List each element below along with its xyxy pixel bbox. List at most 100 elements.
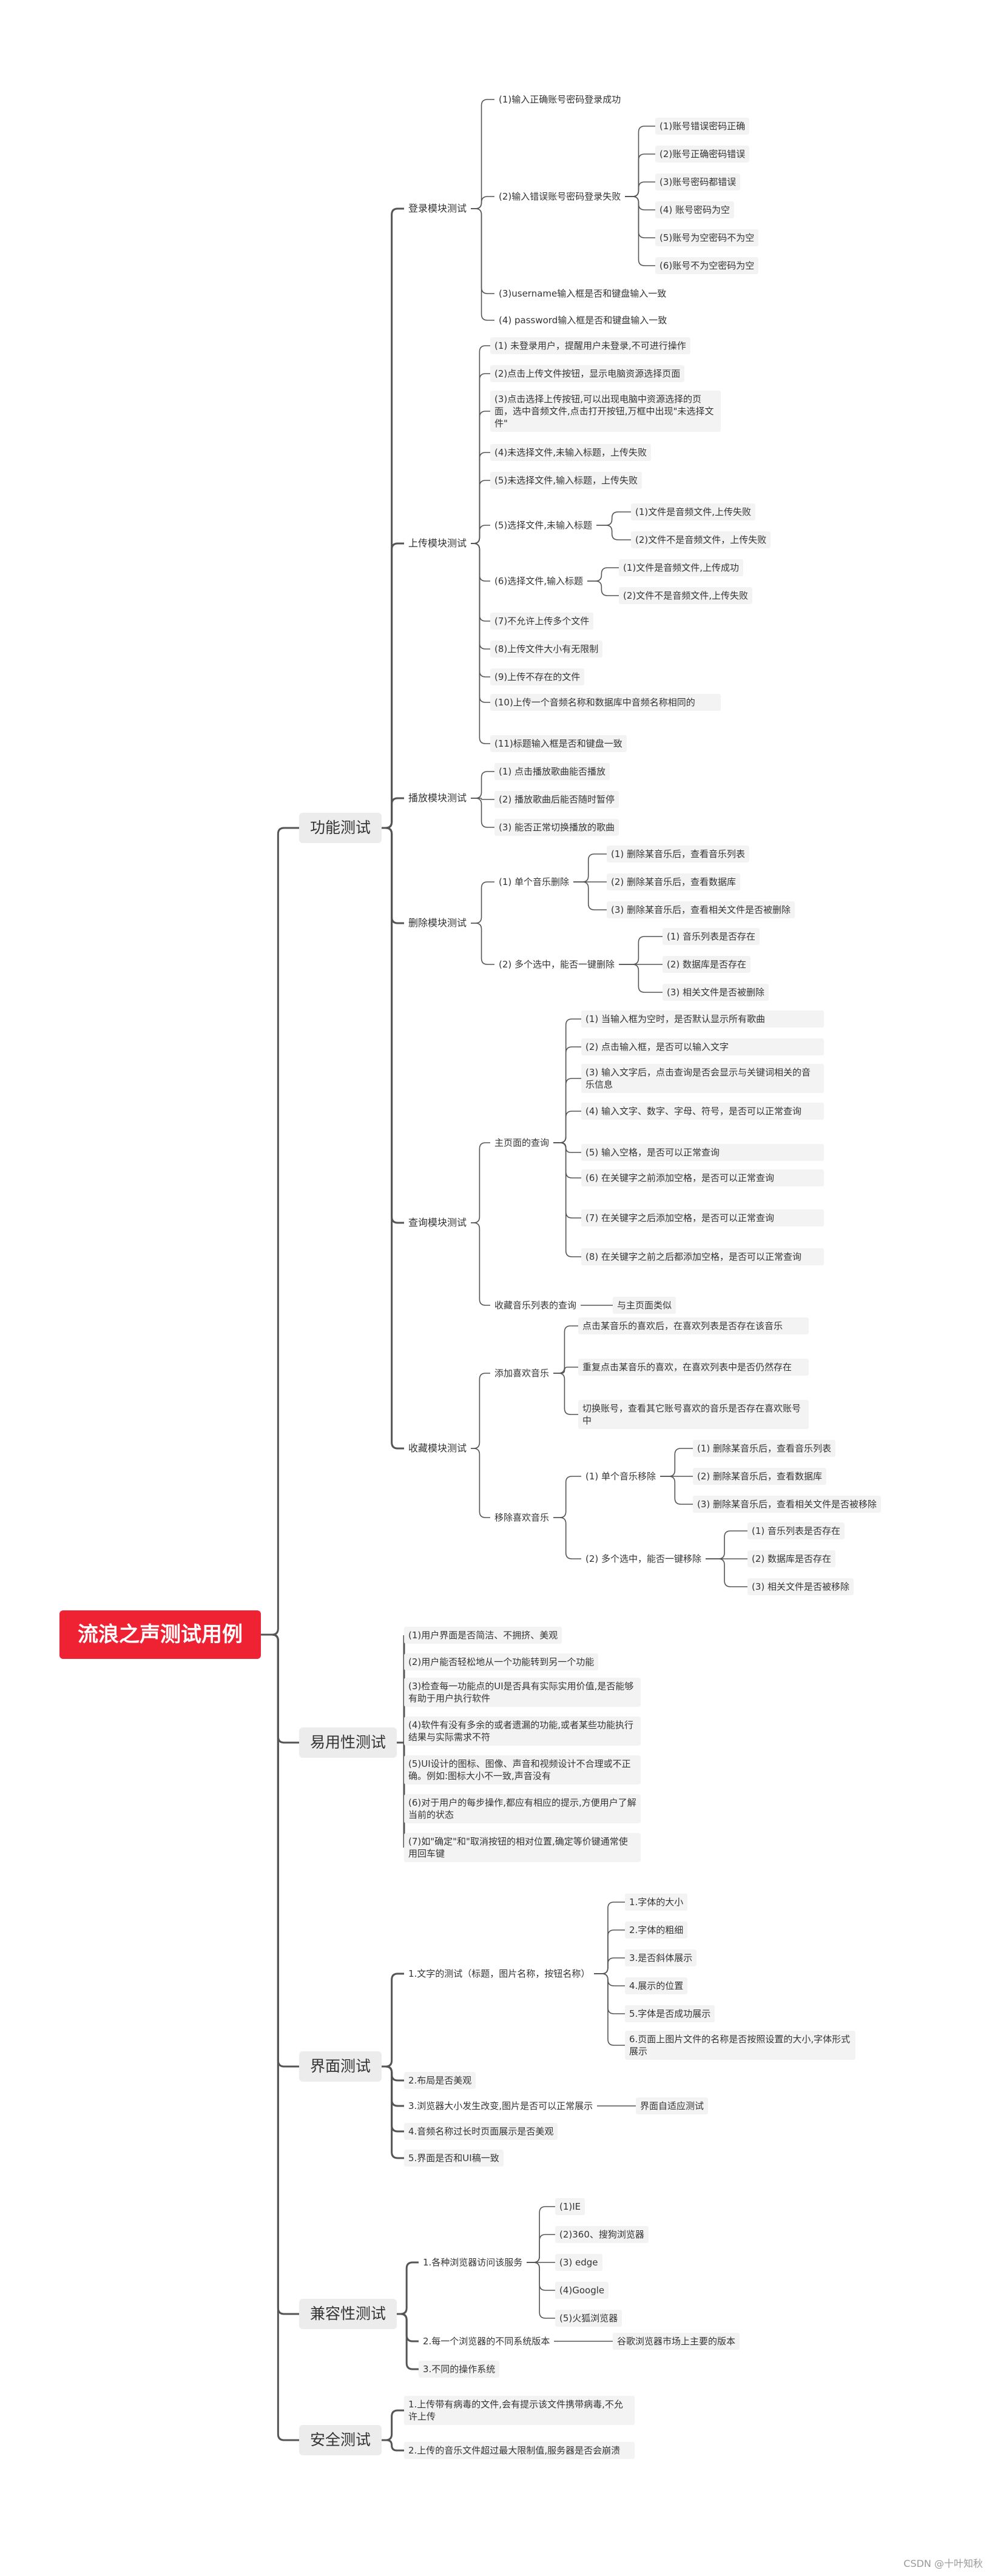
branch-security-testing[interactable]: 安全测试 [299,2425,382,2455]
login-case-1[interactable]: (1)输入正确账号密码登录成功 [494,91,626,108]
ui-case[interactable]: 5.界面是否和UI稿一致 [404,2150,504,2167]
upload-case[interactable]: (5)未选择文件,输入标题，上传失败 [490,472,643,489]
usability-case[interactable]: (6)对于用户的每步操作,都应有相应的提示,方便用户了解当前的状态 [404,1794,641,1823]
search-case[interactable]: (5) 输入空格，是否可以正常查询 [581,1144,824,1161]
favorite-add-case[interactable]: 点击某音乐的喜欢后，在喜欢列表是否存在该音乐 [578,1317,809,1334]
branch-usability-testing[interactable]: 易用性测试 [299,1727,397,1758]
favorite-module[interactable]: 收藏模块测试 [404,1440,471,1457]
login-case-2[interactable]: (2)输入错误账号密码登录失败 [494,188,626,205]
search-case[interactable]: (4) 输入文字、数字、字母、符号，是否可以正常查询 [581,1103,824,1120]
favorite-remove-single-case[interactable]: (3) 删除某音乐后，查看相关文件是否被移除 [693,1496,882,1513]
security-case[interactable]: 2.上传的音乐文件超过最大限制值,服务器是否会崩溃 [404,2442,635,2459]
compat-browser-item[interactable]: (2)360、搜狗浏览器 [555,2226,649,2243]
login-error-case[interactable]: (3)账号密码都错误 [655,173,741,190]
delete-multiple-case[interactable]: (1) 音乐列表是否存在 [663,928,760,945]
favorite-remove-single[interactable]: (1) 单个音乐移除 [581,1468,661,1485]
compat-os[interactable]: 3.不同的操作系统 [419,2361,500,2378]
login-error-case[interactable]: (5)账号为空密码不为空 [655,229,759,246]
upload-case[interactable]: (10)上传一个音频名称和数据库中音频名称相同的 [490,694,721,711]
upload-case[interactable]: (7)不允许上传多个文件 [490,613,594,630]
play-module[interactable]: 播放模块测试 [404,790,471,807]
favorite-remove[interactable]: 移除喜欢音乐 [490,1509,554,1526]
usability-case[interactable]: (4)软件有没有多余的或者遗漏的功能,或者某些功能执行结果与实际需求不符 [404,1717,641,1746]
ui-case[interactable]: 2.布局是否美观 [404,2072,476,2089]
ui-case[interactable]: 4.音频名称过长时页面展示是否美观 [404,2123,558,2140]
play-case[interactable]: (1) 点击播放歌曲能否播放 [494,763,610,780]
play-case[interactable]: (2) 播放歌曲后能否随时暂停 [494,791,619,808]
ui-resize-test[interactable]: 3.浏览器大小发生改变,图片是否可以正常展示 [404,2097,598,2114]
login-error-case[interactable]: (2)账号正确密码错误 [655,146,750,163]
compat-browser-item[interactable]: (1)IE [555,2198,585,2215]
favorite-add-case[interactable]: 切换账号，查看其它账号喜欢的音乐是否存在喜欢账号中 [578,1400,809,1429]
search-case[interactable]: (1) 当输入框为空时，是否默认显示所有歌曲 [581,1011,824,1027]
ui-text-case[interactable]: 2.字体的粗细 [625,1922,688,1939]
delete-module[interactable]: 删除模块测试 [404,915,471,932]
branch-ui-testing[interactable]: 界面测试 [299,2051,382,2082]
upload-case[interactable]: (11)标题输入框是否和键盘一致 [490,735,627,752]
upload-case[interactable]: (2)点击上传文件按钮，显示电脑资源选择页面 [490,365,685,382]
search-case[interactable]: (2) 点击输入框，是否可以输入文字 [581,1038,824,1055]
ui-text-case[interactable]: 6.页面上图片文件的名称是否按照设置的大小,字体形式展示 [625,2031,855,2060]
branch-functional-testing[interactable]: 功能测试 [299,813,382,843]
search-case[interactable]: (7) 在关键字之后添加空格，是否可以正常查询 [581,1209,824,1226]
usability-case[interactable]: (1)用户界面是否简洁、不拥挤、美观 [404,1627,562,1644]
delete-multiple-case[interactable]: (3) 相关文件是否被删除 [663,984,769,1001]
upload-case[interactable]: (4)未选择文件,未输入标题，上传失败 [490,444,652,461]
ui-text-case[interactable]: 4.展示的位置 [625,1977,688,1994]
usability-case[interactable]: (5)UI设计的图标、图像、声音和视频设计不合理或不正确。例如:图标大小不一致,… [404,1755,641,1784]
upload-case-select-with-title[interactable]: (6)选择文件,输入标题 [490,573,588,590]
usability-case[interactable]: (3)检查每一功能点的UI是否具有实际实用价值,是否能够有助于用户执行软件 [404,1678,641,1707]
search-case[interactable]: (6) 在关键字之前添加空格，是否可以正常查询 [581,1169,824,1186]
ui-text-case[interactable]: 3.是否斜体展示 [625,1949,697,1966]
search-case[interactable]: (8) 在关键字之前之后都添加空格，是否可以正常查询 [581,1248,824,1265]
compat-browser-item[interactable]: (5)火狐浏览器 [555,2310,622,2327]
login-case-4[interactable]: (4) password输入框是否和键盘输入一致 [494,312,672,329]
compat-browser-item[interactable]: (4)Google [555,2282,609,2299]
upload-case-select-no-title[interactable]: (5)选择文件,未输入标题 [490,517,597,534]
favorite-remove-single-case[interactable]: (2) 删除某音乐后，查看数据库 [693,1468,827,1485]
favorite-remove-multiple[interactable]: (2) 多个选中，能否一键移除 [581,1550,706,1567]
login-module[interactable]: 登录模块测试 [404,200,471,217]
search-case[interactable]: (3) 输入文字后，点击查询是否会显示与关键词相关的音乐信息 [581,1064,824,1093]
ui-text-test[interactable]: 1.文字的测试（标题，图片名称，按钮名称） [404,1965,595,1982]
delete-multiple-case[interactable]: (2) 数据库是否存在 [663,956,751,973]
security-case[interactable]: 1.上传带有病毒的文件,会有提示该文件携带病毒,不允许上传 [404,2396,635,2425]
search-favorite-list[interactable]: 收藏音乐列表的查询 [490,1297,581,1314]
delete-single-case[interactable]: (3) 删除某音乐后，查看相关文件是否被删除 [607,901,795,918]
favorite-add[interactable]: 添加喜欢音乐 [490,1365,554,1382]
compat-browsers[interactable]: 1.各种浏览器访问该服务 [419,2254,527,2271]
ui-text-case[interactable]: 5.字体是否成功展示 [625,2005,715,2022]
branch-compatibility-testing[interactable]: 兼容性测试 [299,2299,397,2329]
delete-multiple[interactable]: (2) 多个选中，能否一键删除 [494,956,619,973]
favorite-remove-multiple-case[interactable]: (3) 相关文件是否被移除 [747,1578,854,1595]
compat-browser-versions[interactable]: 2.每一个浏览器的不同系统版本 [419,2333,555,2350]
usability-case[interactable]: (7)如"确定"和"取消按钮的相对位置,确定等价键通常使用回车键 [404,1833,641,1862]
favorite-add-case[interactable]: 重复点击某音乐的喜欢，在喜欢列表中是否仍然存在 [578,1359,809,1376]
upload-subcase[interactable]: (2)文件不是音频文件,上传失败 [619,587,753,604]
delete-single[interactable]: (1) 单个音乐删除 [494,873,574,890]
upload-subcase[interactable]: (2)文件不是音频文件，上传失败 [631,531,771,548]
favorite-remove-multiple-case[interactable]: (2) 数据库是否存在 [747,1550,836,1567]
favorite-remove-single-case[interactable]: (1) 删除某音乐后，查看音乐列表 [693,1440,836,1457]
login-error-case[interactable]: (1)账号错误密码正确 [655,118,750,135]
login-error-case[interactable]: (6)账号不为空密码为空 [655,257,759,274]
upload-module[interactable]: 上传模块测试 [404,535,471,552]
upload-case[interactable]: (8)上传文件大小有无限制 [490,641,603,657]
usability-case[interactable]: (2)用户能否轻松地从一个功能转到另一个功能 [404,1653,599,1670]
ui-text-case[interactable]: 1.字体的大小 [625,1894,688,1911]
login-error-case[interactable]: (4) 账号密码为空 [655,201,735,218]
compat-browser-item[interactable]: (3) edge [555,2254,602,2271]
upload-case[interactable]: (9)上传不存在的文件 [490,668,585,685]
search-module[interactable]: 查询模块测试 [404,1214,471,1231]
delete-single-case[interactable]: (2) 删除某音乐后，查看数据库 [607,873,741,890]
upload-subcase[interactable]: (1)文件是音频文件,上传失败 [631,503,756,520]
root-node[interactable]: 流浪之声测试用例 [59,1610,261,1659]
compat-version-item[interactable]: 谷歌浏览器市场上主要的版本 [613,2333,740,2350]
search-favorite-case[interactable]: 与主页面类似 [613,1297,676,1314]
search-main-page[interactable]: 主页面的查询 [490,1134,554,1151]
upload-case[interactable]: (3)点击选择上传按钮,可以出现电脑中资源选择的页面，选中音频文件,点击打开按钮… [490,391,721,432]
login-case-3[interactable]: (3)username输入框是否和键盘输入一致 [494,285,671,302]
favorite-remove-multiple-case[interactable]: (1) 音乐列表是否存在 [747,1522,845,1539]
upload-subcase[interactable]: (1)文件是音频文件,上传成功 [619,559,744,576]
delete-single-case[interactable]: (1) 删除某音乐后，查看音乐列表 [607,846,750,863]
